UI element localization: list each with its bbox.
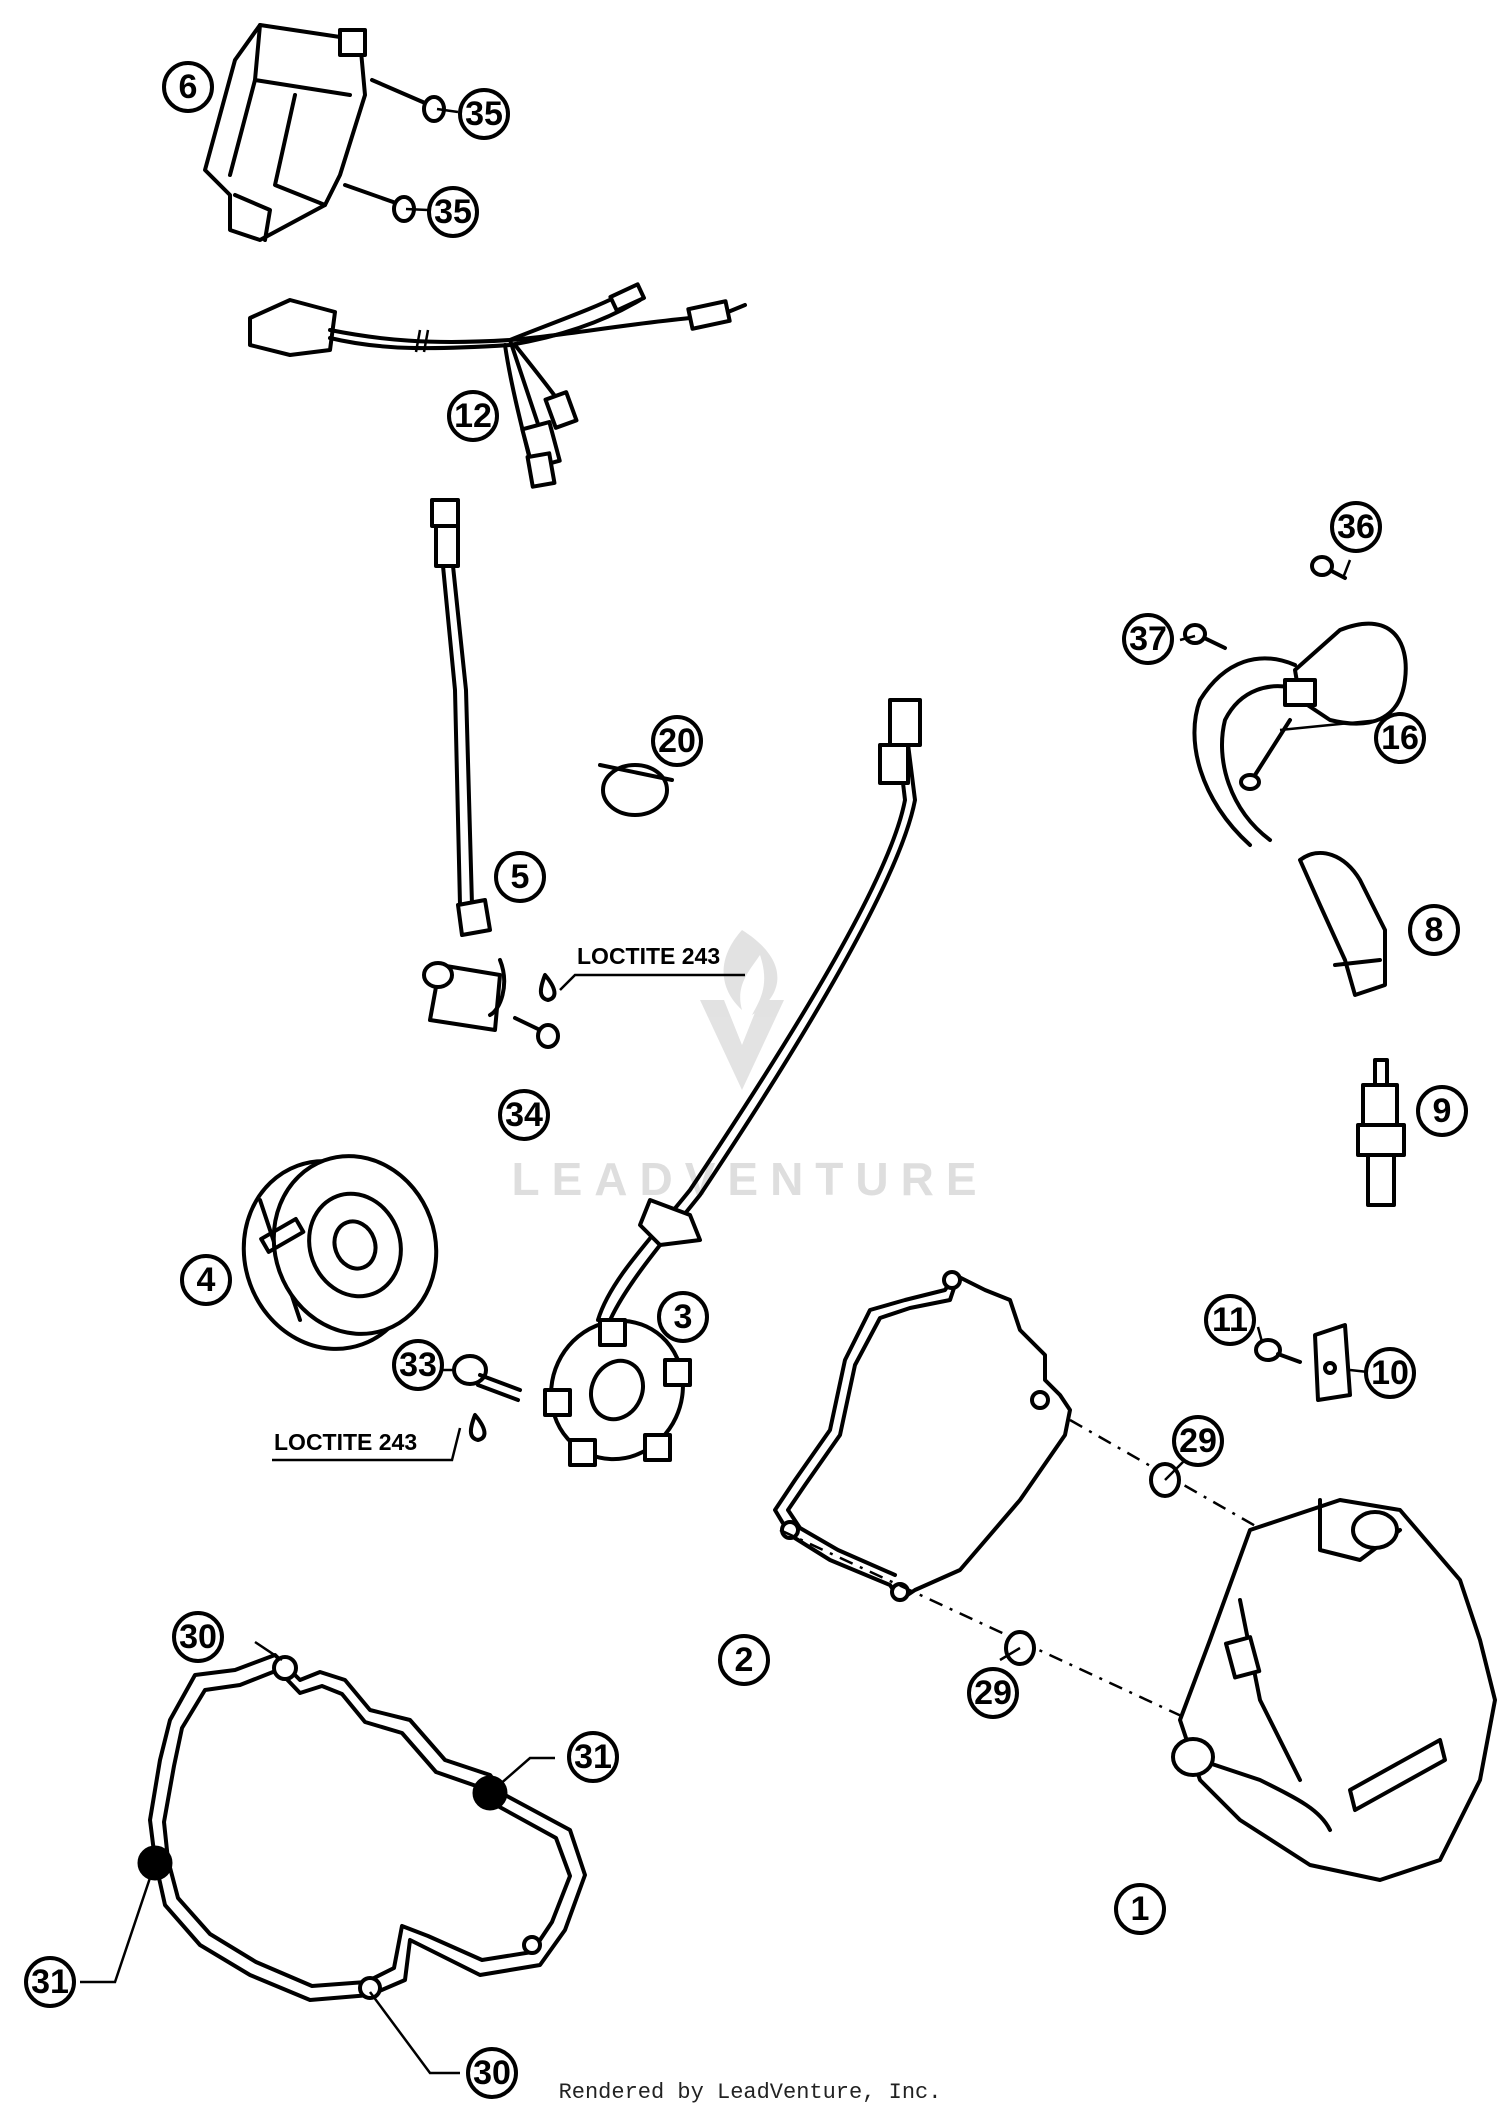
callout-30-upper: 30: [172, 1611, 224, 1663]
svg-text:29: 29: [1179, 1422, 1217, 1460]
svg-text:1: 1: [1131, 1890, 1150, 1928]
callout-36: 36: [1330, 501, 1382, 553]
svg-text:3: 3: [674, 1298, 693, 1336]
bolt-33: [452, 1354, 522, 1402]
callout-12: 12: [447, 390, 499, 442]
callout-29-lower: 29: [967, 1667, 1019, 1719]
svg-text:2: 2: [735, 1641, 754, 1679]
sensor-cable: [422, 498, 507, 1032]
callout-2: 2: [718, 1634, 770, 1686]
callout-10: 10: [1364, 1347, 1416, 1399]
callout-20: 20: [651, 715, 703, 767]
loctite-note-upper: LOCTITE 243: [577, 943, 720, 969]
svg-text:6: 6: [179, 68, 198, 106]
svg-text:35: 35: [465, 95, 503, 133]
svg-text:36: 36: [1337, 508, 1375, 546]
callout-9: 9: [1416, 1085, 1468, 1137]
screw-34: [513, 1016, 560, 1049]
callout-11: 11: [1204, 1294, 1256, 1346]
svg-text:11: 11: [1212, 1301, 1248, 1339]
cable-tie: [598, 763, 674, 817]
callout-4: 4: [180, 1254, 232, 1306]
loctite-drop-lower: [468, 1413, 487, 1442]
cdi-unit: [203, 23, 367, 242]
svg-text:10: 10: [1371, 1354, 1409, 1392]
svg-text:37: 37: [1129, 620, 1167, 658]
wiring-harness: [248, 282, 747, 489]
svg-text:12: 12: [454, 397, 492, 435]
screw-36: [1310, 555, 1347, 580]
flywheel: [241, 1154, 439, 1351]
svg-text:31: 31: [574, 1738, 612, 1776]
loctite-drop-upper: [538, 973, 557, 1002]
svg-text:30: 30: [473, 2054, 511, 2092]
callout-1: 1: [1114, 1883, 1166, 1935]
gasket-2: [773, 1270, 1072, 1602]
callout-31-upper: 31: [567, 1731, 619, 1783]
svg-text:20: 20: [658, 722, 696, 760]
stator: [543, 698, 922, 1467]
callout-29-upper: 29: [1172, 1415, 1224, 1467]
svg-text:9: 9: [1433, 1092, 1452, 1130]
loctite-note-lower: LOCTITE 243: [274, 1429, 417, 1455]
svg-text:5: 5: [511, 858, 530, 896]
gasket-lower: [137, 1653, 587, 2002]
spark-plug: [1356, 1058, 1406, 1207]
screw-11: [1254, 1338, 1302, 1364]
callout-16: 16: [1374, 712, 1426, 764]
screw-35-upper: [370, 78, 446, 123]
bracket-10: [1313, 1323, 1352, 1402]
callout-5: 5: [494, 851, 546, 903]
callout-35-upper: 35: [458, 88, 510, 140]
watermark: LEADVENTURE: [511, 930, 988, 1205]
screw-35-lower: [343, 183, 416, 223]
svg-text:4: 4: [197, 1261, 216, 1299]
callout-34: 34: [498, 1089, 550, 1141]
callout-8: 8: [1408, 904, 1460, 956]
svg-text:34: 34: [505, 1096, 543, 1134]
callout-33: 33: [392, 1339, 444, 1391]
spark-plug-cap: [1298, 850, 1387, 997]
svg-text:31: 31: [31, 1963, 69, 2001]
callout-35-lower: 35: [427, 186, 479, 238]
svg-text:33: 33: [399, 1346, 437, 1384]
callout-30-lower: 30: [466, 2047, 518, 2099]
leader-lines: [80, 107, 1381, 2075]
svg-text:29: 29: [974, 1674, 1012, 1712]
svg-text:30: 30: [179, 1618, 217, 1656]
callout-3: 3: [657, 1291, 709, 1343]
callout-37: 37: [1122, 613, 1174, 665]
svg-text:16: 16: [1381, 719, 1419, 757]
footer-credit: Rendered by LeadVenture, Inc.: [558, 2080, 942, 2105]
svg-text:8: 8: [1425, 911, 1444, 949]
ignition-cover: [1171, 1498, 1497, 1882]
ignition-coil: [1192, 621, 1408, 847]
callout-31-lower: 31: [24, 1956, 76, 2008]
watermark-text: LEADVENTURE: [511, 1153, 988, 1205]
svg-text:35: 35: [434, 193, 472, 231]
callout-6: 6: [162, 61, 214, 113]
